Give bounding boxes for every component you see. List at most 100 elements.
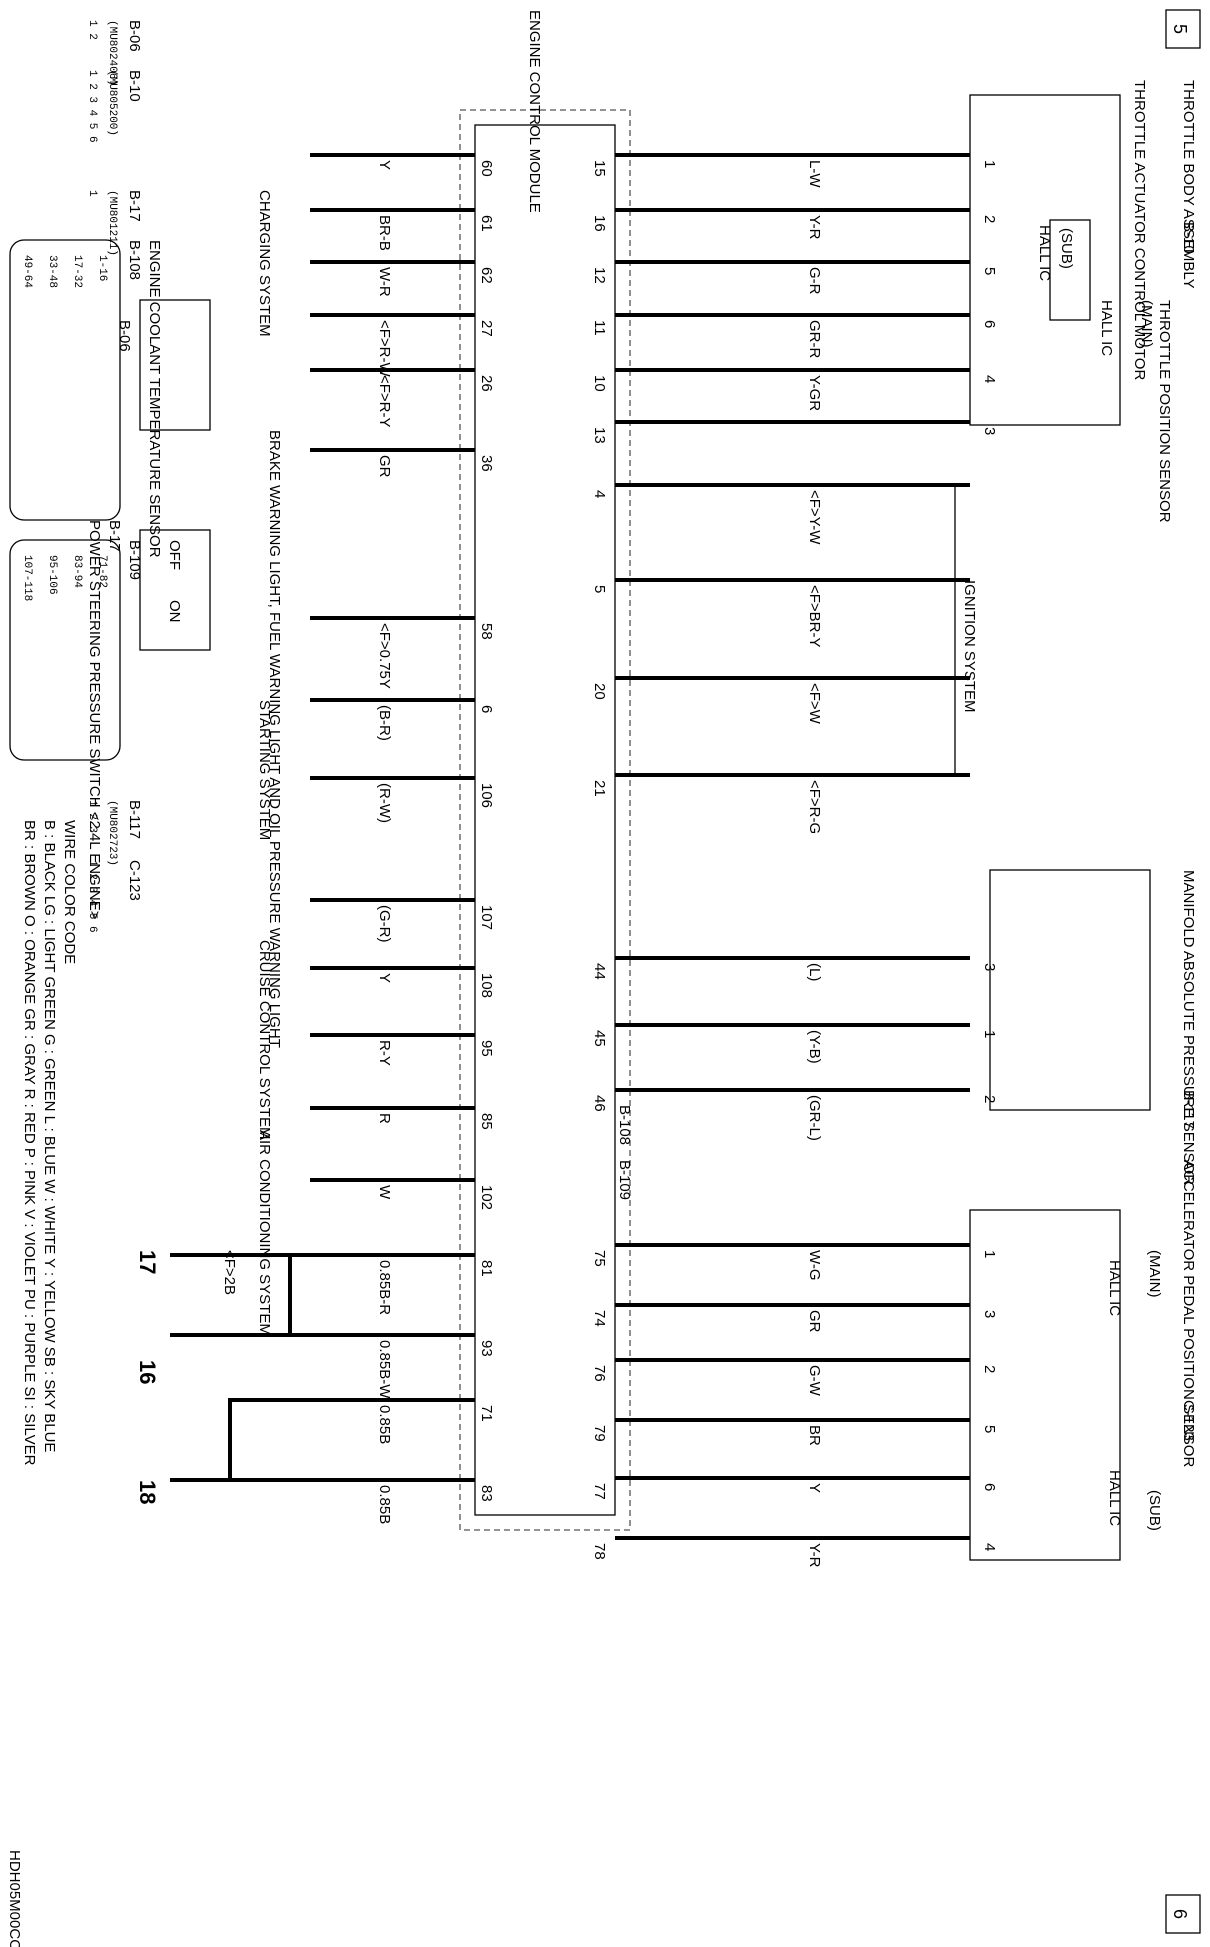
pin-label: 76 <box>591 1365 608 1382</box>
tps-label: THROTTLE POSITION SENSOR <box>1156 300 1173 523</box>
pin-label: 45 <box>591 1030 608 1047</box>
ect-sensor-box <box>139 299 211 431</box>
pin-label: 46 <box>591 1095 608 1112</box>
pin-label: 61 <box>478 215 495 232</box>
tps-main-label: (MAIN) <box>1138 300 1155 348</box>
ext-pin-label: 3 <box>981 427 998 435</box>
wire-color-label: Y-GR <box>806 375 823 411</box>
wire-color-code: WIRE COLOR CODE B : BLACK LG : LIGHT GRE… <box>21 820 78 1466</box>
svg-text:49-64: 49-64 <box>21 255 33 288</box>
pin-label: 108 <box>478 973 495 998</box>
bottom-wire-85: 85R <box>310 1106 495 1130</box>
ext-pin-label: 1 <box>981 1250 998 1258</box>
pin-label: 12 <box>591 267 608 284</box>
apps-label: ACCELERATOR PEDAL POSITION SENSOR <box>1180 1160 1197 1467</box>
svg-text:1-16: 1-16 <box>96 255 108 281</box>
connector-c123: C-123 1 2 3 4 5 6 <box>86 860 143 933</box>
ps-switch-box <box>139 529 211 651</box>
pin-label: 93 <box>478 1340 495 1357</box>
connector-b108: B-108 1-16 17-32 33-48 49-64 <box>9 239 143 521</box>
ect-sensor-label: ENGINE COOLANT TEMPERATURE SENSOR <box>146 240 163 558</box>
svg-text:B-109: B-109 <box>126 540 143 580</box>
wire-color-label: 0.85B <box>376 1405 393 1444</box>
wire-color-label: Y <box>376 973 393 983</box>
wire-color-label: W-R <box>376 267 393 297</box>
pin-label: 106 <box>478 783 495 808</box>
apps-ref: C-123 <box>1180 1400 1197 1441</box>
wire-color-label: W-G <box>806 1250 823 1281</box>
page-number-left: 5 <box>1165 9 1201 49</box>
wire-color-label: BR-B <box>376 215 393 251</box>
wire-color-label: <F>R-Y <box>376 375 393 428</box>
wire-color-label: <F>Y-W <box>806 490 823 545</box>
apps-box <box>969 1209 1121 1561</box>
wire-color-label: (G-R) <box>376 905 393 943</box>
svg-text:107-118: 107-118 <box>21 555 33 601</box>
apps-hall-sub: HALL IC <box>1106 1470 1123 1526</box>
page-number-right: 6 <box>1165 1894 1201 1934</box>
ground-wires <box>170 1253 465 1482</box>
wire-color-label: Y-R <box>806 1543 823 1568</box>
pin-label: 21 <box>591 780 608 797</box>
diagram-code: HDH05M00CC <box>6 1850 23 1947</box>
wire-color-label: <F>0.75Y <box>376 623 393 689</box>
ac-system-label: AIR CONDITIONING SYSTEM <box>256 1130 273 1336</box>
ignition-system-label: IGNITION SYSTEM <box>961 580 978 713</box>
bottom-wire-83: 830.85B <box>310 1478 495 1524</box>
bottom-wire-58: 58<F>0.75Y <box>310 616 495 689</box>
wire-color-label: 0.85B-W <box>376 1340 393 1399</box>
svg-text:WIRE COLOR CODE: WIRE COLOR CODE <box>61 820 78 964</box>
pin-label: 102 <box>478 1185 495 1210</box>
svg-text:17-32: 17-32 <box>71 255 83 288</box>
pin-label: 74 <box>591 1310 608 1327</box>
svg-text:(MU802723): (MU802723) <box>106 800 118 866</box>
ground-2b-label: <F>2B <box>221 1250 238 1295</box>
ecm-ref-b108: B-108 <box>616 1105 633 1145</box>
svg-text:1 2 3 4 5 6: 1 2 3 4 5 6 <box>86 860 98 933</box>
wire-color-label: (R-W) <box>376 783 393 823</box>
pin-label: 4 <box>591 490 608 498</box>
ecm-inner-box <box>474 124 616 1516</box>
wire-color-label: Y-R <box>806 215 823 240</box>
pin-label: 10 <box>591 375 608 392</box>
ext-pin-label: 4 <box>981 1543 998 1551</box>
svg-text:95-106: 95-106 <box>46 555 58 595</box>
ext-pin-label: 1 <box>981 1030 998 1038</box>
pin-label: 62 <box>478 267 495 284</box>
ext-pin-label: 5 <box>981 1425 998 1433</box>
pin-label: 83 <box>478 1485 495 1502</box>
pin-label: 5 <box>591 585 608 593</box>
ecm-box <box>459 109 631 1531</box>
bottom-wire-106: 106 (R-W) <box>310 776 495 823</box>
wire-color-label: <F>BR-Y <box>806 585 823 648</box>
svg-text:1: 1 <box>86 190 98 197</box>
bottom-wire-62: 62 W-R <box>310 260 495 297</box>
bottom-wire-108: 108 Y <box>310 966 495 998</box>
hall-ic-sub-label: HALL IC <box>1036 225 1053 281</box>
wire-color-label: <F>W <box>806 683 823 725</box>
svg-text:B-108: B-108 <box>126 240 143 280</box>
wire-color-label: R <box>376 1113 393 1124</box>
svg-text:C-123: C-123 <box>126 860 143 901</box>
svg-text:1 2 3: 1 2 3 <box>86 800 98 833</box>
svg-text:B-117: B-117 <box>126 800 143 839</box>
charging-system-label: CHARGING SYSTEM <box>256 190 273 337</box>
connector-b10: B-10 (MU805200) 1 2 3 4 5 6 <box>86 70 143 143</box>
pin-label: 75 <box>591 1250 608 1267</box>
bottom-wires: 60Y61BR-B62W-R27<F>R-W26<F>R-Y36GR58<F>0… <box>310 153 495 1524</box>
ps-off-label: OFF <box>166 540 183 570</box>
pin-label: 16 <box>591 215 608 232</box>
bottom-wire-81: 810.85B-R <box>310 1253 495 1315</box>
bottom-wire-27: 27<F>R-W <box>310 313 495 378</box>
svg-text:B : BLACK LG : LIGHT GREEN: B : BLACK LG : LIGHT GREEN G : GREEN L :… <box>41 820 58 1452</box>
hall-ic-main-label: HALL IC <box>1098 300 1115 356</box>
